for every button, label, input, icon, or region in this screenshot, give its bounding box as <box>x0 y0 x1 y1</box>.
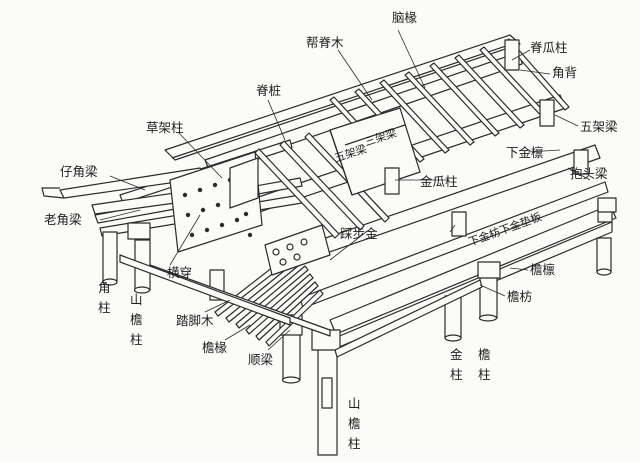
label-zi-jiao-liang: 仔角梁 <box>60 164 98 179</box>
label-shan-yan-zhu-front-char-3: 柱 <box>348 436 361 451</box>
gable-bracket <box>127 222 151 240</box>
label-bao-tou-liang: 抱头梁 <box>570 166 608 181</box>
label-ji-zhuang: 脊桩 <box>256 83 281 98</box>
gold-melon-post <box>384 167 400 195</box>
lower-post <box>573 149 589 175</box>
label-shan-yan-zhu-char-2: 檐 <box>130 312 143 327</box>
label-chuan-chuan: 脑椽 <box>392 10 418 25</box>
label-jiao-zhu: 角 柱 <box>98 280 115 315</box>
ridge-melon-post <box>504 39 520 71</box>
label-heng-chuan: 横穿 <box>167 265 192 280</box>
right-bracket <box>597 197 617 213</box>
label-shan-yan-zhu: 山 檐 柱 <box>130 292 147 347</box>
gable-sill <box>119 254 291 326</box>
label-yan-zhu: 檐 柱 <box>478 347 495 382</box>
label-yan-fang: 檐枋 <box>507 289 532 304</box>
columns <box>102 231 612 456</box>
label-xia-jin-lin: 下金檩 <box>506 145 544 160</box>
label-shan-yan-zhu-char-3: 柱 <box>130 332 143 347</box>
label-lao-jiao-liang: 老角梁 <box>44 212 82 227</box>
label-jin-zhu: 金 柱 <box>450 347 467 382</box>
label-shan-yan-zhu-front-char-2: 檐 <box>348 416 361 431</box>
label-jin-zhu-char-1: 金 <box>450 347 463 362</box>
label-jiao-zhu-char-1: 角 <box>98 280 111 295</box>
callout-lines <box>99 29 591 351</box>
label-ta-bu-jin: 踩步金 <box>340 226 378 241</box>
label-shun-liang: 顺梁 <box>248 352 274 367</box>
five-frame-post <box>539 99 555 127</box>
lower-tie-beam <box>299 181 609 309</box>
label-jiao-bei: 角背 <box>552 65 577 80</box>
label-shan-yan-zhu-char-1: 山 <box>130 292 143 307</box>
label-yan-chuan: 檐椽 <box>202 340 228 355</box>
label-jiao-zhu-char-2: 柱 <box>98 300 111 315</box>
label-jin-zhu-char-2: 柱 <box>450 367 463 382</box>
label-yan-zhu-char-1: 檐 <box>478 347 491 362</box>
grass-frame-post-block <box>229 157 259 209</box>
label-yan-lin: 檐檩 <box>530 262 555 277</box>
mid-post <box>451 211 467 237</box>
right-sill <box>334 279 483 358</box>
label-wu-jia-liang: 五架梁 <box>580 119 618 134</box>
label-jiao-gua-zhu: 脊瓜柱 <box>530 40 568 55</box>
eave-bracket <box>477 261 501 279</box>
label-ta-jiao-mu: 踏脚木 <box>176 313 214 328</box>
eave-purlin <box>329 204 617 335</box>
label-jin-gua-zhu: 金瓜柱 <box>420 174 458 189</box>
vertical-labels: 角 柱 山 檐 柱 金 柱 檐 柱 山 檐 柱 <box>98 280 495 451</box>
label-shan-yan-zhu-front-char-1: 山 <box>348 396 361 411</box>
label-yan-zhu-char-2: 柱 <box>478 367 491 382</box>
label-cao-jia-zhu: 草架柱 <box>146 120 184 135</box>
label-shan-yan-zhu-front: 山 檐 柱 <box>348 396 365 451</box>
label-zha-ji-mu: 帮脊木 <box>306 35 344 50</box>
